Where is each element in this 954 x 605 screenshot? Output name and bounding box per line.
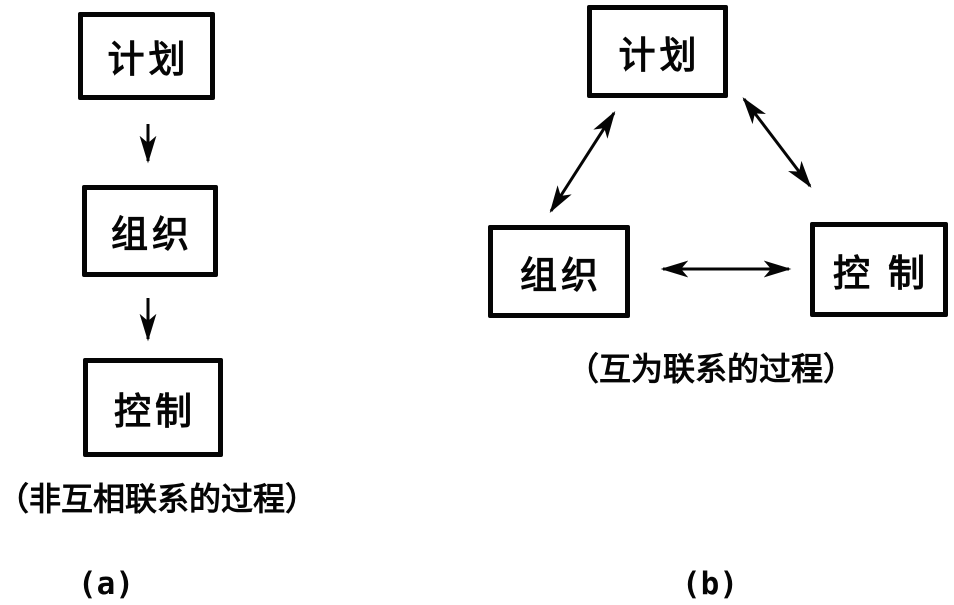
node-b-plan: 计划	[587, 5, 728, 98]
double-arrow-b-plan-organize-icon	[549, 110, 616, 214]
node-a-plan: 计划	[78, 12, 215, 100]
node-a-control-label: 控制	[114, 390, 196, 432]
node-a-plan-label: 计划	[107, 39, 190, 80]
caption-b: （互为联系的过程）	[566, 351, 855, 387]
node-b-organize-label: 组织	[520, 254, 602, 296]
node-a-organize-label: 组织	[111, 214, 193, 255]
figure-label-a: (a)	[78, 566, 134, 602]
figure-label-b: (b)	[682, 566, 738, 602]
node-b-control: 控制	[810, 222, 948, 317]
node-b-plan-label: 计划	[618, 34, 701, 76]
node-a-control: 控制	[83, 358, 223, 457]
node-a-organize: 组织	[82, 185, 218, 277]
node-b-organize: 组织	[488, 225, 630, 318]
double-arrow-b-plan-control-icon	[742, 97, 812, 188]
node-b-control-label: 控制	[833, 252, 943, 294]
caption-a: （非互相联系的过程）	[0, 481, 317, 517]
